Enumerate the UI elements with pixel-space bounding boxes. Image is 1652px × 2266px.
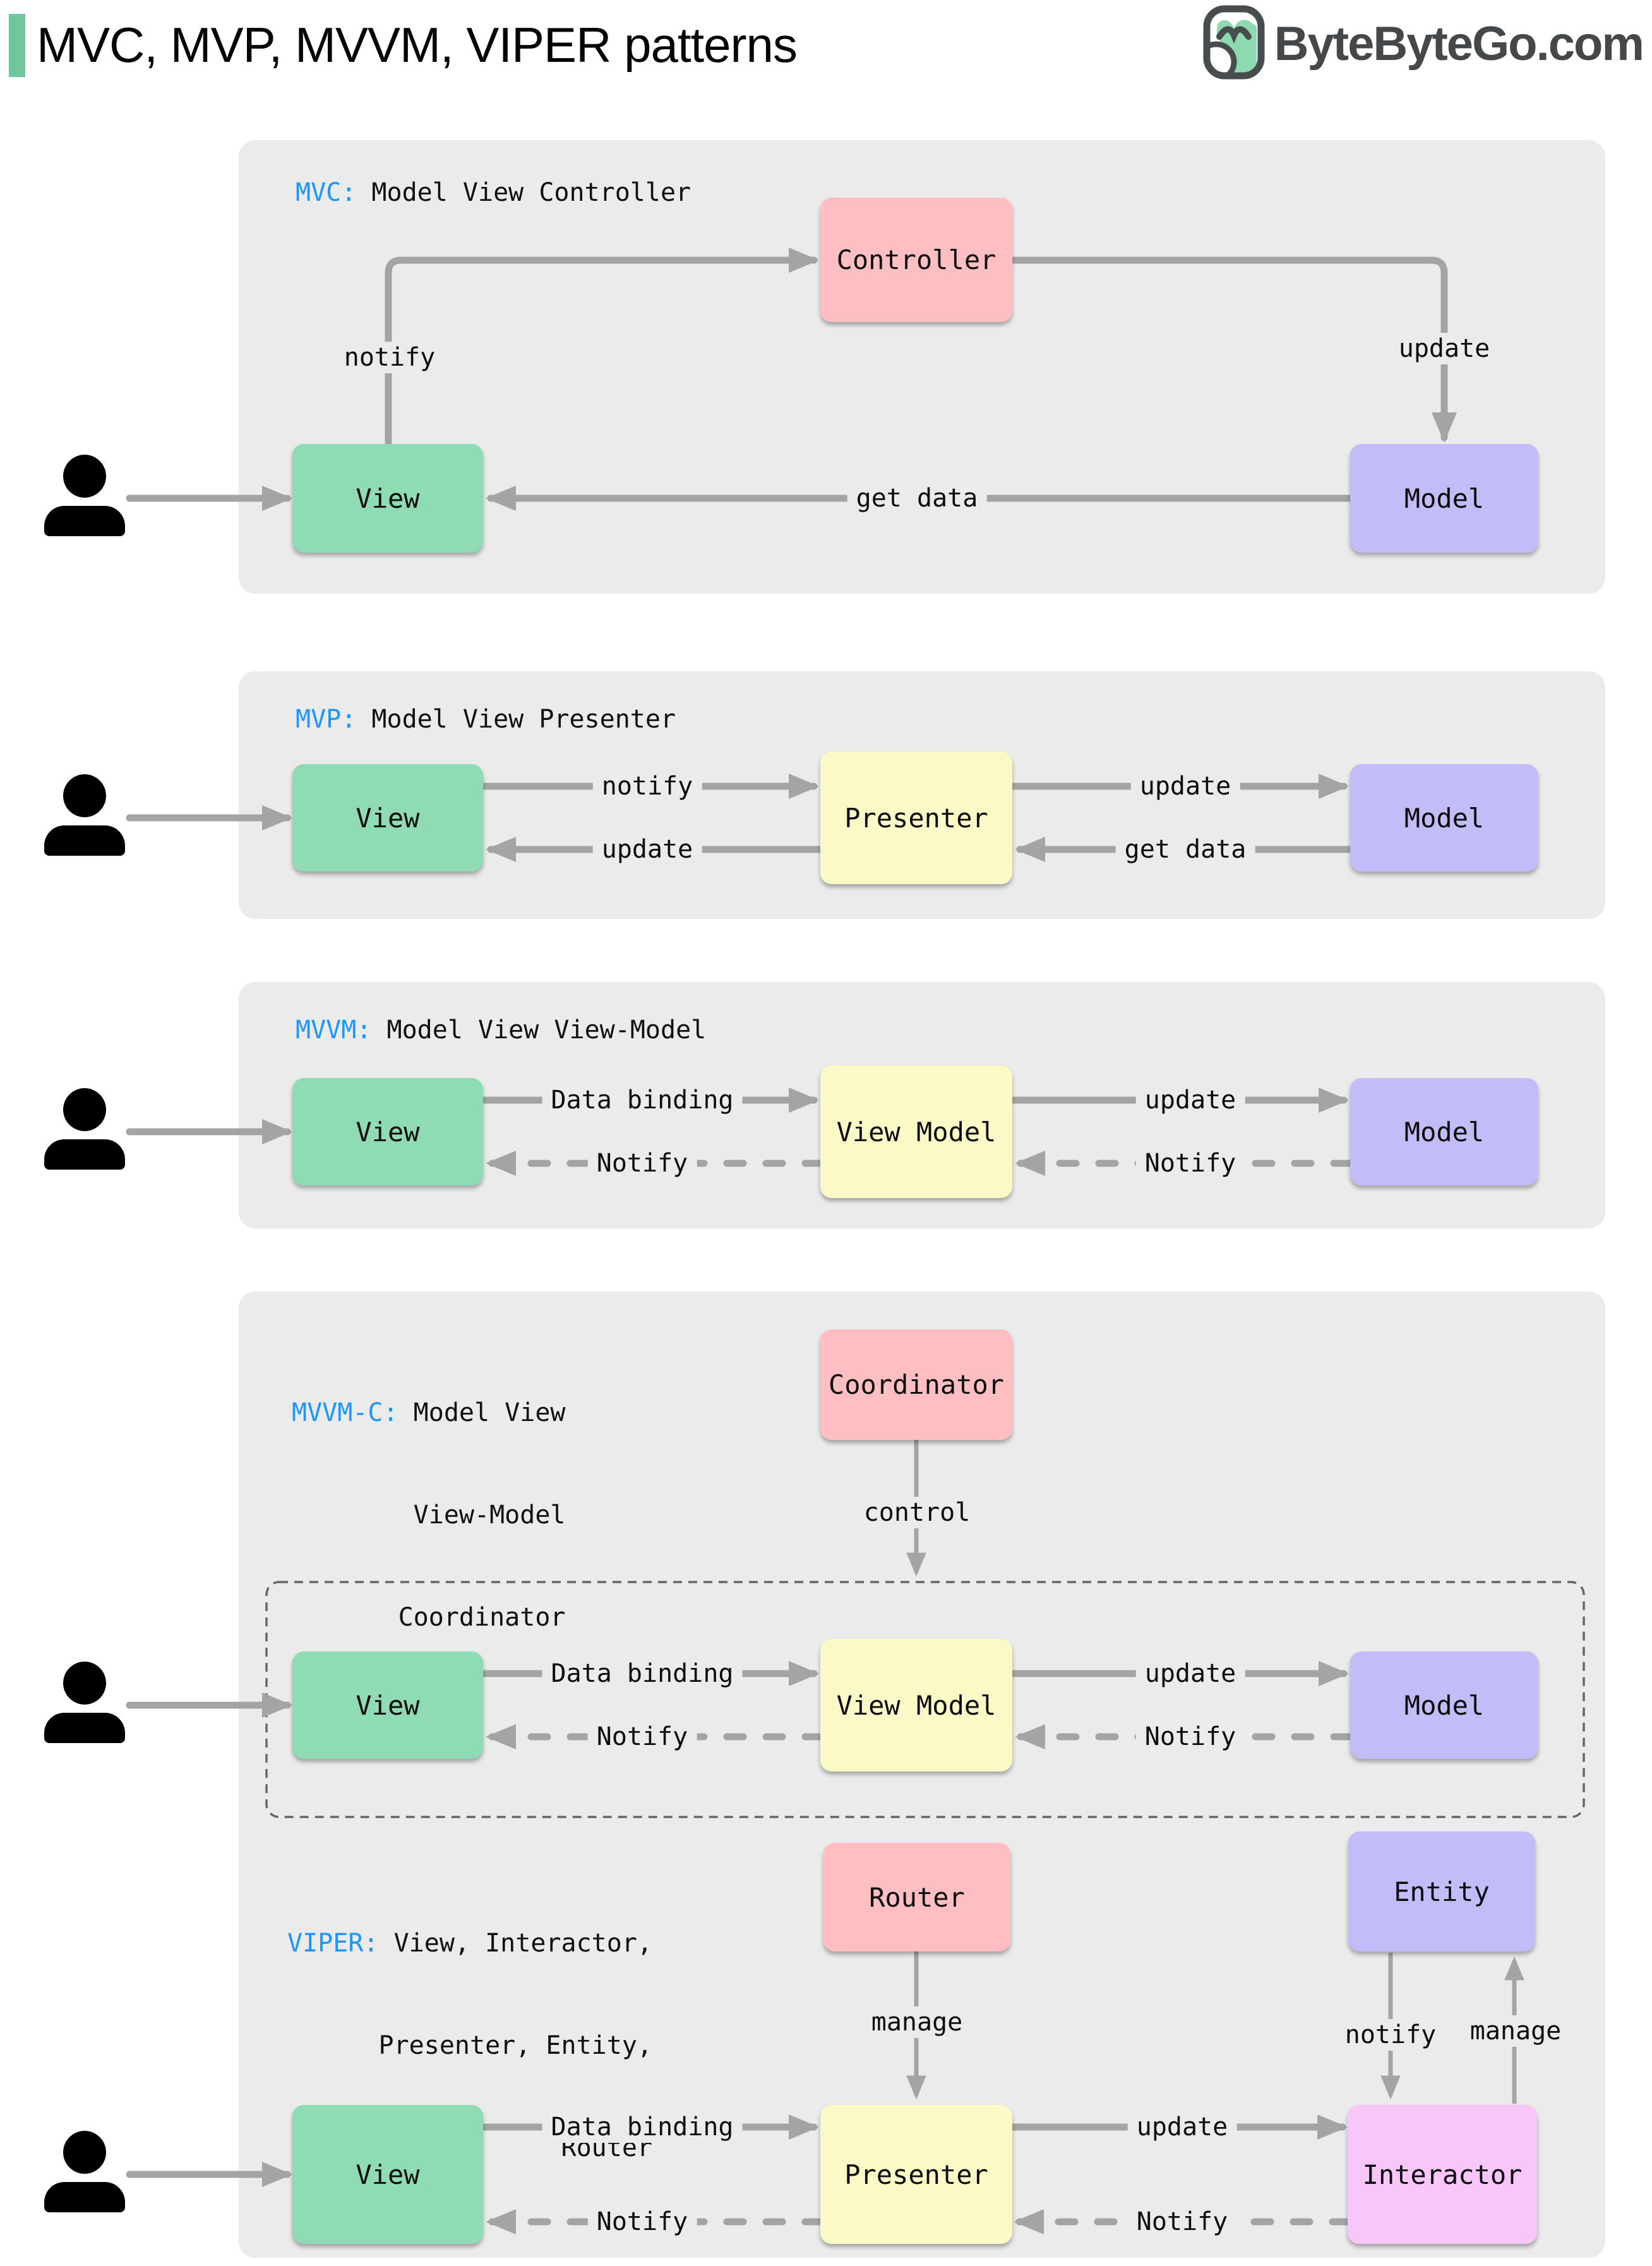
label-notify-mvc: notify [335, 342, 445, 373]
user-torso [44, 506, 125, 536]
user-icon-mvc [44, 455, 125, 536]
caption-mvc: MVC: Model View Controller [296, 176, 691, 210]
label-notify-right-viper: Notify [1127, 2206, 1237, 2238]
node-interactor: Interactor [1348, 2105, 1537, 2244]
label-databinding-mvvm: Data binding [542, 1084, 743, 1116]
user-head [63, 1088, 106, 1131]
brand-text: ByteByteGo.com [1274, 16, 1644, 71]
node-model-mvc: Model [1350, 444, 1538, 553]
node-presenter-viper: Presenter [820, 2105, 1012, 2244]
caption-mvp-abbr: MVP: [296, 705, 357, 734]
node-model-mvvmc: Model [1350, 1652, 1538, 1759]
label-notify-left-mvvm: Notify [587, 1148, 697, 1179]
caption-mvvmc-line1: MVVM-C: Model View [292, 1398, 566, 1427]
caption-mvvm-abbr: MVVM: [296, 1016, 372, 1045]
bytebytego-logo-icon [1202, 5, 1266, 82]
caption-mvvmc-abbr: MVVM-C: [292, 1398, 398, 1427]
label-update-mvc: update [1389, 333, 1499, 364]
node-coordinator: Coordinator [820, 1329, 1012, 1440]
label-notify-right-mvvm: Notify [1135, 1148, 1245, 1179]
label-control: control [854, 1497, 979, 1528]
caption-mvvm: MVVM: Model View View-Model [296, 1013, 706, 1047]
caption-viper-line1: VIPER: View, Interactor, [287, 1929, 652, 1958]
caption-mvc-abbr: MVC: [296, 178, 357, 207]
node-model-mvvm: Model [1350, 1078, 1538, 1185]
node-view-viper: View [292, 2105, 483, 2244]
node-viewmodel-mvvm: View Model [820, 1065, 1012, 1198]
arrow-controller-to-model [1010, 256, 1457, 443]
user-torso [44, 2182, 125, 2212]
label-update-bottom-mvp: update [592, 834, 702, 865]
label-update-top-mvp: update [1130, 770, 1240, 802]
user-head [63, 2131, 106, 2174]
label-update-mvvmc: update [1135, 1658, 1245, 1689]
label-update-mvvm: update [1135, 1084, 1245, 1116]
caption-mvvm-text: Model View View-Model [371, 1016, 707, 1045]
caption-viper-line2: Presenter, Entity, [378, 2031, 652, 2060]
node-presenter-mvp: Presenter [820, 752, 1012, 884]
node-controller: Controller [820, 198, 1012, 322]
caption-mvc-text: Model View Controller [356, 178, 691, 207]
node-view-mvp: View [292, 764, 483, 872]
node-entity: Entity [1348, 1831, 1535, 1951]
label-notify-left-viper: Notify [587, 2206, 697, 2238]
label-notify-entity: notify [1336, 2019, 1446, 2051]
caption-mvvmc: MVVM-C: Model View View-Model Coordinato… [292, 1328, 565, 1703]
user-head [63, 774, 106, 817]
caption-mvp-text: Model View Presenter [356, 705, 676, 734]
node-model-mvp: Model [1350, 764, 1538, 872]
label-notify-mvp: notify [592, 770, 702, 802]
user-head [63, 455, 106, 498]
label-getdata-mvc: get data [847, 483, 987, 514]
node-router: Router [823, 1843, 1010, 1951]
user-icon-mvvmc [44, 1662, 125, 1743]
user-torso [44, 1139, 125, 1170]
caption-viper-abbr: VIPER: [287, 1929, 379, 1958]
caption-mvvmc-line3: Coordinator [398, 1603, 566, 1632]
label-getdata-mvp: get data [1115, 834, 1255, 865]
node-view-mvvm: View [292, 1078, 483, 1185]
caption-mvvmc-line2: View-Model [413, 1501, 566, 1530]
user-icon-mvvm [44, 1088, 125, 1170]
user-head [63, 1662, 106, 1705]
label-manage-entity: manage [1461, 2015, 1571, 2047]
label-databinding-mvvmc: Data binding [542, 1658, 743, 1689]
user-torso [44, 825, 125, 856]
label-notify-right-mvvmc: Notify [1135, 1721, 1245, 1753]
label-databinding-viper: Data binding [542, 2111, 743, 2143]
caption-mvp: MVP: Model View Presenter [296, 702, 676, 736]
page-title: MVC, MVP, MVVM, VIPER patterns [37, 17, 798, 73]
user-torso [44, 1713, 125, 1743]
node-viewmodel-mvvmc: View Model [820, 1639, 1012, 1771]
label-update-viper: update [1127, 2111, 1237, 2143]
caption-viper: VIPER: View, Interactor, Presenter, Enti… [287, 1858, 652, 2233]
title-accent-bar [9, 14, 25, 77]
node-view-mvvmc: View [292, 1652, 483, 1759]
label-manage-router: manage [862, 2006, 972, 2038]
arrow-view-to-controller [385, 248, 819, 448]
user-icon-mvp [44, 774, 125, 856]
label-notify-left-mvvmc: Notify [587, 1721, 697, 1753]
node-view-mvc: View [292, 444, 483, 553]
brand: ByteByteGo.com [1202, 5, 1644, 82]
user-icon-viper [44, 2131, 125, 2212]
